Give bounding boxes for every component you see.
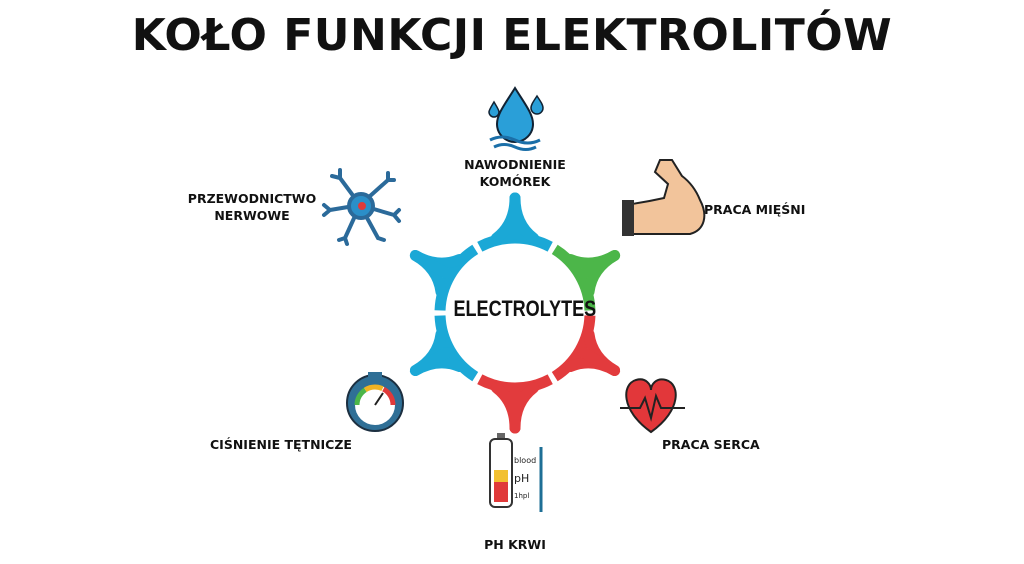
spoke-stem: [577, 250, 621, 279]
label-praca-miesni: PRACA MIĘŚNI: [704, 202, 806, 217]
ph-icon-mid-text: pH: [514, 472, 529, 485]
label-praca-serca: PRACA SERCA: [662, 437, 760, 452]
wheel-segment-5: [409, 315, 479, 382]
wheel-segment-6: [409, 244, 479, 311]
wheel-segment-2: [551, 244, 621, 311]
label-nawodnienie: NAWODNIENIE KOMÓREK: [445, 156, 585, 190]
ph-icon-bottom-text: 1hpl: [514, 492, 529, 500]
label-cisnienie: CIŚNIENIE TĘTNICZE: [210, 437, 352, 452]
ph-icon-top-text: blood: [514, 456, 536, 465]
wheel-segment-3: [551, 315, 621, 382]
page-title: KOŁO FUNKCJI ELEKTROLITÓW: [131, 10, 893, 61]
spoke-stem: [409, 347, 453, 376]
wheel-segment-4: [477, 374, 553, 434]
center-label: ELECTROLYTES: [453, 296, 597, 321]
wheel-segment-1: [477, 192, 553, 252]
water-drop-icon: [488, 86, 544, 151]
label-line: NAWODNIENIE: [464, 157, 566, 172]
heart-ecg-icon: [620, 378, 685, 434]
ph-test-tube-icon: blood pH 1hpl: [489, 433, 543, 512]
label-przewodnictwo: PRZEWODNICTWO NERWOWE: [182, 190, 322, 224]
label-line: PRZEWODNICTWO: [187, 191, 317, 206]
label-line: KOMÓREK: [479, 174, 551, 189]
neuron-icon: [322, 168, 401, 246]
flexed-arm-icon: [622, 159, 706, 236]
spoke-stem: [577, 347, 621, 376]
label-ph-krwi: PH KRWI: [484, 537, 546, 552]
spoke-stem: [409, 250, 453, 279]
pressure-gauge-icon: [346, 372, 404, 432]
label-line: NERWOWE: [214, 208, 290, 223]
